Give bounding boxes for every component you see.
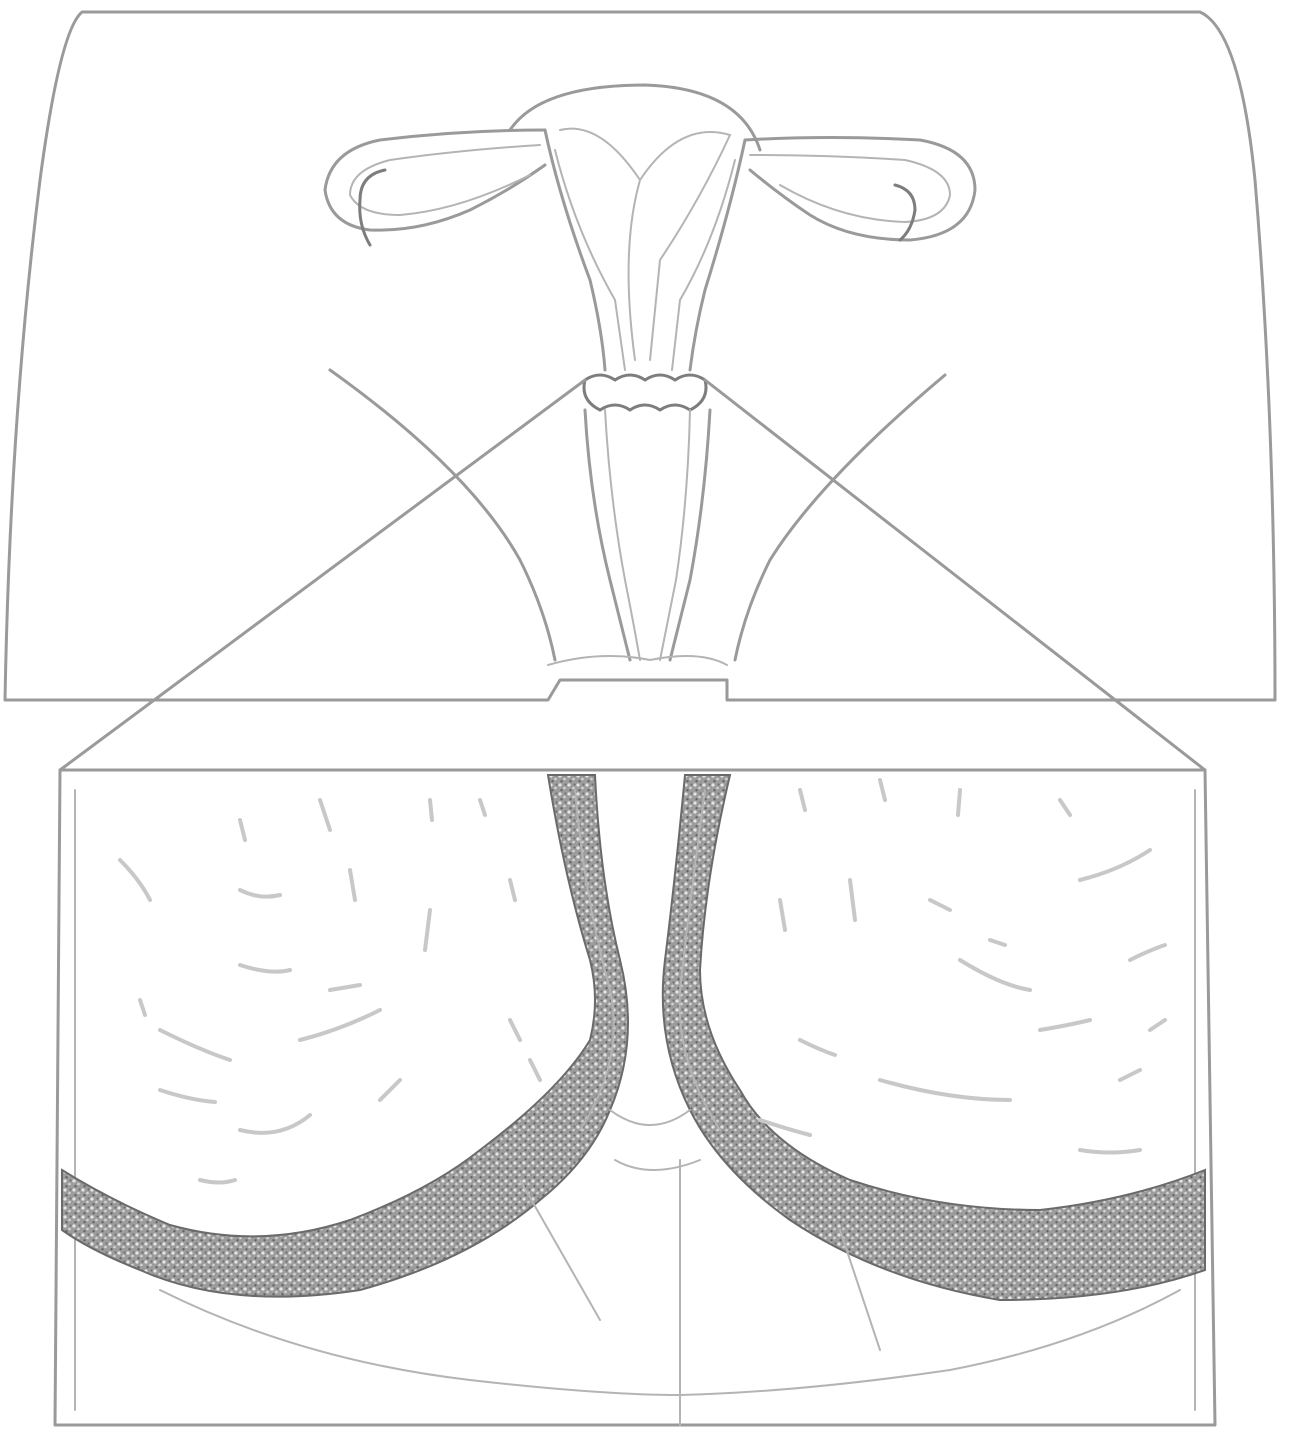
- vestibule-top: [548, 656, 727, 665]
- lower-panel-inner-frame: [75, 790, 1195, 1410]
- right-levator-wall: [663, 775, 1205, 1300]
- cervix-ring: [584, 375, 706, 410]
- uterus-body-left: [545, 130, 605, 370]
- muscle-fiber-strokes-right: [760, 780, 1165, 1153]
- uterus-inner-left: [555, 150, 625, 370]
- uterus-inner-right: [672, 160, 735, 370]
- lower-panel-outline: [55, 770, 1215, 1425]
- vaginal-wall-right: [670, 410, 710, 660]
- guide-arc-left: [330, 370, 555, 660]
- projection-line-left: [60, 380, 585, 770]
- projection-line-right: [705, 380, 1205, 770]
- right-ovary: [895, 185, 915, 240]
- central-tendon: [610, 1110, 700, 1170]
- muscle-fiber-strokes-left: [120, 800, 540, 1183]
- left-fallopian-tube: [325, 130, 545, 230]
- uterus-body-right: [690, 140, 745, 370]
- uterus-cavity: [560, 129, 730, 360]
- vaginal-wall-right-inner: [660, 410, 690, 660]
- guide-arc-right: [735, 375, 945, 660]
- right-fallopian-tube: [745, 138, 975, 241]
- lower-panel: [55, 770, 1215, 1425]
- left-tube-inner: [350, 145, 540, 215]
- perineal-bowl: [160, 1290, 1180, 1395]
- upper-panel-outline: [5, 12, 1275, 700]
- right-tube-inner: [750, 155, 950, 222]
- upper-panel: [5, 12, 1275, 770]
- vaginal-wall-left-inner: [605, 410, 640, 660]
